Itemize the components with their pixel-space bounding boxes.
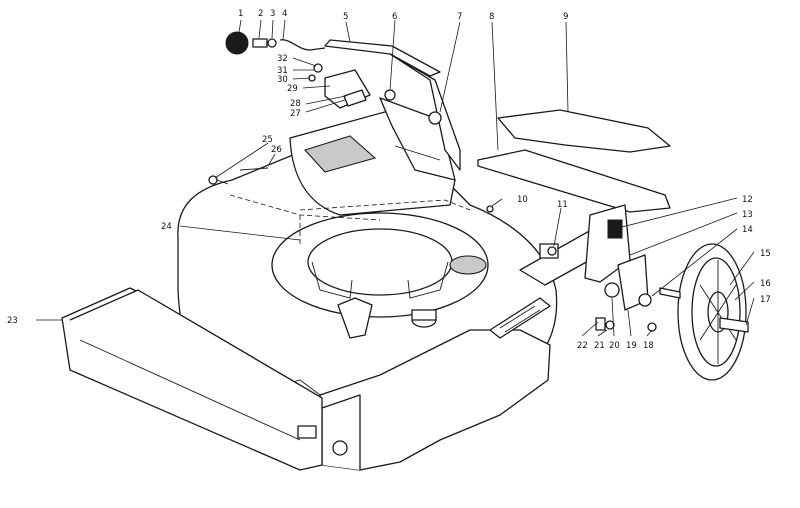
callout-31: 31 bbox=[277, 66, 288, 76]
callout-28: 28 bbox=[290, 99, 301, 109]
rear-chute bbox=[497, 109, 671, 153]
motor-mount-boss bbox=[337, 297, 373, 339]
callout-20: 20 bbox=[609, 341, 620, 351]
callout-17: 17 bbox=[760, 295, 771, 305]
callout-1: 1 bbox=[238, 9, 243, 19]
callout-32: 32 bbox=[277, 54, 288, 64]
leader-lines bbox=[36, 19, 755, 337]
callout-15: 15 bbox=[760, 249, 771, 259]
deck-top-cutout bbox=[304, 135, 377, 173]
callout-11: 11 bbox=[557, 200, 568, 210]
callout-5: 5 bbox=[343, 12, 348, 22]
rear-door-parts bbox=[477, 109, 671, 213]
knob bbox=[225, 31, 249, 55]
wheel-pivot-hardware bbox=[595, 287, 681, 331]
callout-19: 19 bbox=[626, 341, 637, 351]
callout-8: 8 bbox=[489, 12, 494, 22]
callout-6: 6 bbox=[392, 12, 397, 22]
blade-ring-inner bbox=[307, 228, 453, 296]
callout-3: 3 bbox=[270, 9, 275, 19]
callout-14: 14 bbox=[742, 225, 753, 235]
callout-16: 16 bbox=[760, 279, 771, 289]
callout-30: 30 bbox=[277, 75, 288, 85]
callout-2: 2 bbox=[258, 9, 263, 19]
handle-pivot-hardware bbox=[225, 31, 461, 171]
callout-29: 29 bbox=[287, 84, 298, 94]
callout-12: 12 bbox=[742, 195, 753, 205]
callout-22: 22 bbox=[577, 341, 588, 351]
callout-25: 25 bbox=[262, 135, 273, 145]
rear-wheel bbox=[647, 243, 749, 381]
callout-13: 13 bbox=[742, 210, 753, 220]
callout-18: 18 bbox=[643, 341, 654, 351]
callout-26: 26 bbox=[271, 145, 282, 155]
callout-labels: 1 2 3 4 5 6 7 8 9 10 11 12 13 14 15 16 1… bbox=[7, 9, 771, 351]
front-deflector bbox=[61, 287, 323, 471]
mower-deck-housing bbox=[177, 97, 558, 471]
callout-23: 23 bbox=[7, 316, 18, 326]
decal-plate bbox=[489, 297, 551, 339]
callout-21: 21 bbox=[594, 341, 605, 351]
callout-27: 27 bbox=[290, 109, 301, 119]
callout-4: 4 bbox=[282, 9, 287, 19]
baffle-plate bbox=[477, 149, 671, 213]
callout-9: 9 bbox=[563, 12, 568, 22]
callout-24: 24 bbox=[161, 222, 172, 232]
callout-10: 10 bbox=[517, 195, 528, 205]
callout-7: 7 bbox=[457, 12, 462, 22]
